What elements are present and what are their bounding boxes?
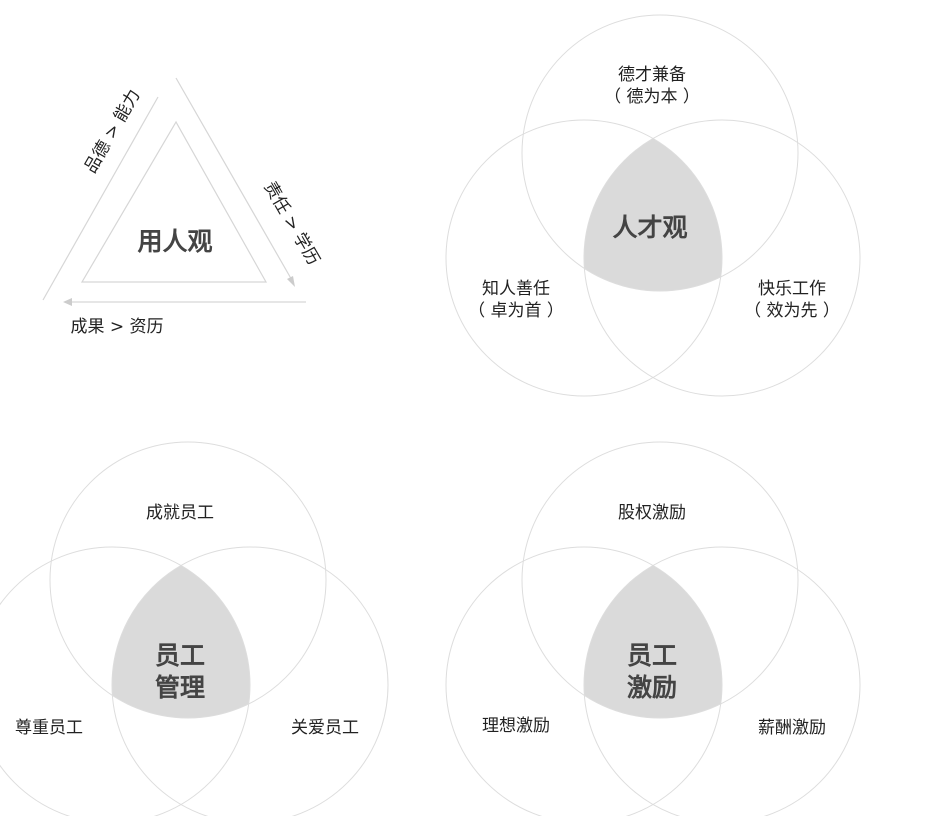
- incentive-top-circle: [521, 441, 799, 719]
- management-right-circle: [111, 546, 389, 820]
- management-right-label: 关爱员工: [291, 718, 359, 738]
- talent-left-label-2: （ 卓为首 ）: [468, 301, 564, 321]
- talent-left-circle: [445, 119, 723, 397]
- left-side-label: 品德 > 能力: [81, 86, 145, 177]
- talent-top-circle: [521, 14, 799, 292]
- bottom-edge-arrowhead: [63, 298, 72, 306]
- incentive-center-label-2: 激励: [627, 673, 677, 702]
- outer-right-edge: [175, 77, 294, 283]
- talent-overlap-region: [584, 120, 722, 291]
- management-center-label-1: 员工: [155, 641, 205, 670]
- management-venn: 员工 管理 成就员工 尊重员工 关爱员工: [0, 441, 389, 820]
- incentive-right-circle: [583, 546, 861, 820]
- right-edge-arrowhead: [287, 276, 295, 287]
- talent-top-label-1: 德才兼备: [618, 65, 686, 85]
- management-top-circle: [49, 441, 327, 719]
- outer-left-edge: [42, 96, 159, 301]
- incentive-venn: 员工 激励 股权激励 理想激励 薪酬激励: [445, 441, 861, 820]
- incentive-left-label: 理想激励: [482, 716, 550, 736]
- management-top-label: 成就员工: [146, 503, 214, 523]
- incentive-left-circle: [445, 546, 723, 820]
- incentive-top-label: 股权激励: [618, 503, 686, 523]
- triangle-center-label: 用人观: [137, 227, 212, 256]
- bottom-side-label: 成果 > 资历: [70, 317, 163, 337]
- incentive-right-label: 薪酬激励: [758, 718, 826, 738]
- right-side-label: 责任 > 学历: [259, 178, 323, 269]
- management-overlap-region: [112, 547, 250, 718]
- talent-right-circle: [583, 119, 861, 397]
- talent-top-label-2: （ 德为本 ）: [604, 87, 700, 107]
- management-left-label: 尊重员工: [15, 718, 83, 738]
- talent-center-label: 人才观: [612, 213, 687, 242]
- management-left-circle: [0, 546, 251, 820]
- talent-left-label-1: 知人善任: [482, 279, 550, 299]
- talent-venn: 人才观 德才兼备 （ 德为本 ） 知人善任 （ 卓为首 ） 快乐工作 （ 效为先…: [445, 14, 861, 397]
- talent-right-label-1: 快乐工作: [758, 279, 826, 299]
- incentive-overlap-region: [584, 547, 722, 718]
- triangle-diagram: 用人观 品德 > 能力 责任 > 学历 成果 > 资历: [42, 77, 323, 337]
- talent-right-label-2: （ 效为先 ）: [744, 301, 840, 321]
- inner-triangle: [80, 120, 268, 283]
- incentive-center-label-1: 员工: [627, 641, 677, 670]
- management-center-label-2: 管理: [155, 673, 205, 702]
